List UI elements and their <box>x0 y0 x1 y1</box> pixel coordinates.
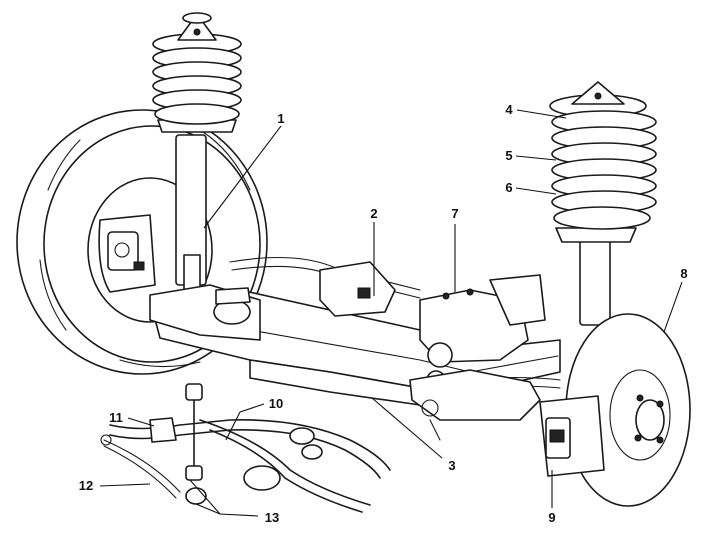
callout-1: 1 <box>277 111 284 126</box>
anti-roll-bar-detail <box>100 383 391 513</box>
left-strut <box>152 12 242 296</box>
steering-gear <box>419 274 546 390</box>
left-wheel <box>16 109 268 375</box>
callout-10: 10 <box>269 396 283 411</box>
callout-labels: 1 2 3 4 5 6 7 8 9 10 11 12 13 <box>79 102 688 525</box>
left-lower-arm <box>149 284 261 341</box>
leader-lines <box>99 109 683 517</box>
callout-3: 3 <box>448 458 455 473</box>
right-lower-arm <box>409 369 541 441</box>
mounting-bracket <box>319 261 396 317</box>
callout-4: 4 <box>505 102 513 117</box>
callout-7: 7 <box>451 206 458 221</box>
callout-12: 12 <box>79 478 93 493</box>
callout-2: 2 <box>370 206 377 221</box>
callout-9: 9 <box>548 510 555 525</box>
callout-5: 5 <box>505 148 512 163</box>
callout-13: 13 <box>265 510 279 525</box>
right-strut <box>549 81 657 326</box>
callout-6: 6 <box>505 180 512 195</box>
left-brake-caliper <box>87 177 213 323</box>
right-brake-caliper <box>539 395 605 477</box>
callout-11: 11 <box>109 410 123 425</box>
callout-8: 8 <box>680 266 687 281</box>
